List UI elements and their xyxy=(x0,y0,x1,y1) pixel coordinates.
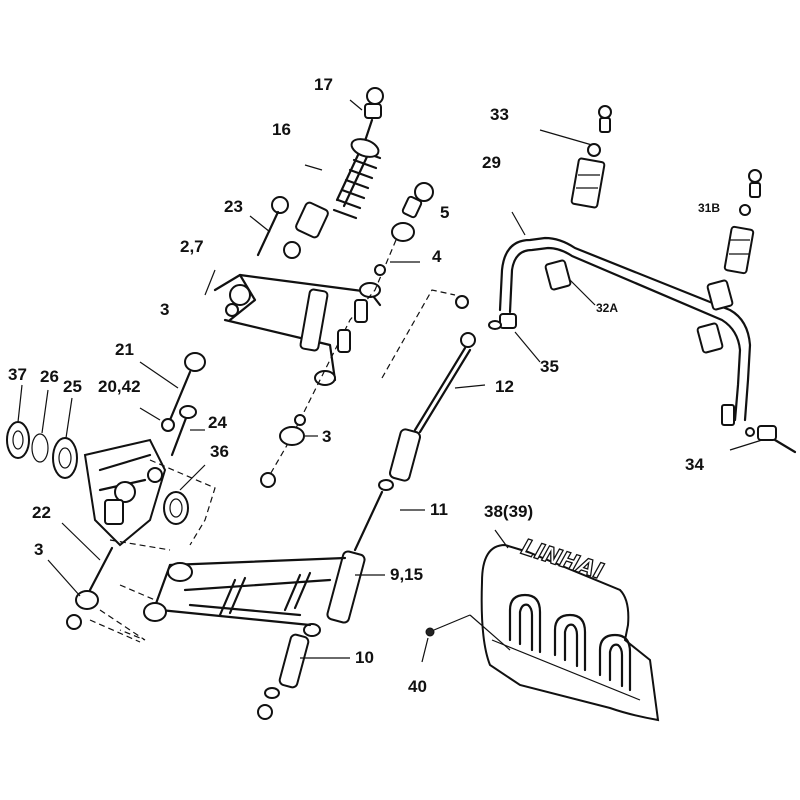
label-3-middle: 3 xyxy=(322,427,331,446)
label-5: 5 xyxy=(440,203,449,222)
long-bolt-assembly xyxy=(257,332,486,720)
leader-36 xyxy=(179,464,206,491)
label-9-15: 9,15 xyxy=(390,565,423,584)
label-12: 12 xyxy=(495,377,514,396)
label-23: 23 xyxy=(224,197,243,216)
dashed-link xyxy=(381,289,456,379)
stabilizer-bar xyxy=(498,211,752,426)
label-3-upper: 3 xyxy=(160,300,169,319)
label-25: 25 xyxy=(63,377,82,396)
bolt-3-middle xyxy=(260,414,318,488)
label-21: 21 xyxy=(115,340,134,359)
label-36: 36 xyxy=(210,442,229,461)
label-2-7: 2,7 xyxy=(180,237,204,256)
label-26: 26 xyxy=(40,367,59,386)
label-24: 24 xyxy=(208,413,227,432)
shock-absorber xyxy=(283,87,384,259)
label-22: 22 xyxy=(32,503,51,522)
lower-a-arm xyxy=(89,556,347,643)
skid-guard-38-39: LINHAI xyxy=(480,529,660,722)
label-34: 34 xyxy=(685,455,704,474)
label-35: 35 xyxy=(540,357,559,376)
label-37: 37 xyxy=(8,365,27,384)
bolt-3-lower xyxy=(47,522,114,630)
clamp-33 xyxy=(539,105,612,209)
bolt-5-assembly xyxy=(267,182,434,479)
label-3-lower: 3 xyxy=(34,540,43,559)
bolt-40 xyxy=(421,614,511,663)
label-10: 10 xyxy=(355,648,374,667)
washer-stack xyxy=(6,384,78,479)
label-20-42: 20,42 xyxy=(98,377,141,396)
label-38-39: 38(39) xyxy=(484,502,533,521)
upper-a-arm xyxy=(204,269,382,386)
bolt-23 xyxy=(249,196,289,257)
end-bolt-34 xyxy=(729,425,797,454)
label-29: 29 xyxy=(482,153,501,172)
label-31b: 31B xyxy=(698,201,720,215)
label-33: 33 xyxy=(490,105,509,124)
label-32a: 32A xyxy=(596,301,618,315)
bolt-21 xyxy=(139,352,206,432)
steering-knuckle xyxy=(83,438,216,551)
label-11: 11 xyxy=(430,500,448,519)
label-4: 4 xyxy=(432,247,442,266)
label-17: 17 xyxy=(314,75,333,94)
label-40: 40 xyxy=(408,677,427,696)
end-link-35 xyxy=(455,295,541,363)
label-16: 16 xyxy=(272,120,291,139)
clamp-31b xyxy=(723,169,762,275)
pin-24 xyxy=(170,405,205,457)
